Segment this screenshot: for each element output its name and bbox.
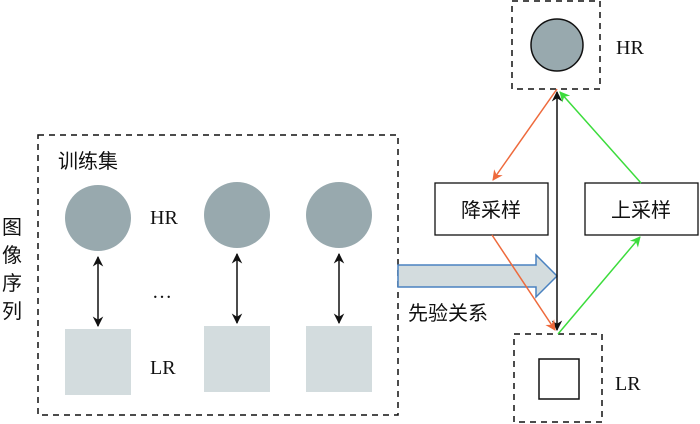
target-hr-circle: [530, 18, 584, 72]
target-lr-label: LR: [615, 373, 641, 395]
lr-image-square: [65, 329, 131, 395]
image-sequence-char: 序: [2, 271, 22, 295]
prior-relation-label: 先验关系: [408, 301, 488, 325]
target-lr-square: [538, 358, 580, 400]
lr-image-square: [306, 326, 372, 392]
ellipsis-label: …: [152, 281, 172, 303]
upsample-label: 上采样: [611, 198, 671, 222]
image-sequence-char: 列: [2, 299, 22, 323]
hr-image-circle: [306, 182, 372, 248]
target-hr-frame: [511, 0, 601, 90]
hr-label: HR: [150, 207, 178, 229]
upsample-box: [584, 182, 699, 236]
downsample-line-in: [492, 88, 558, 181]
prior-relation-arrow: [397, 253, 559, 299]
target-hr-label: HR: [616, 37, 644, 59]
image-sequence-char: 像: [2, 243, 22, 267]
lr-label: LR: [150, 357, 176, 379]
upsample-line-in: [557, 236, 641, 335]
image-sequence-char: 图: [2, 215, 22, 239]
downsample-line-out: [491, 234, 556, 331]
downsample-label: 降采样: [461, 198, 521, 222]
training-set-title: 训练集: [58, 149, 118, 173]
image-sequence-label: 图 像 序 列: [2, 215, 22, 323]
hr-image-circle: [204, 182, 270, 248]
upsample-line-out: [559, 91, 642, 184]
downsample-box: [434, 182, 549, 236]
lr-image-square: [204, 326, 270, 392]
hr-image-circle: [65, 185, 131, 251]
